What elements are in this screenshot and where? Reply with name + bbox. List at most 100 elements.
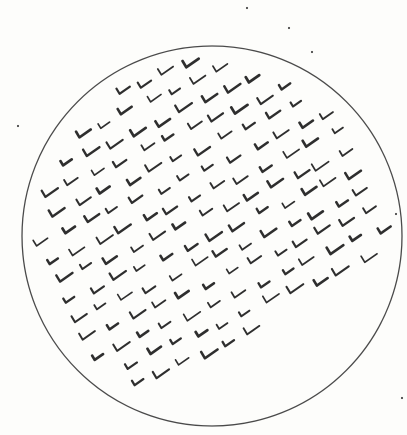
tick-mark	[345, 171, 361, 179]
tick-mark	[175, 291, 189, 298]
tick-mark	[72, 314, 87, 322]
tick-mark	[240, 244, 252, 250]
tick-mark	[158, 67, 173, 75]
tick-mark	[83, 147, 99, 156]
circle-outline	[22, 46, 402, 426]
tick-mark	[260, 166, 272, 172]
tick-mark	[200, 209, 212, 216]
tick-mark	[106, 207, 117, 213]
tick-mark	[92, 354, 103, 360]
tick-mark	[244, 326, 260, 335]
tick-mark	[94, 303, 105, 309]
tick-mark	[155, 119, 170, 127]
tick-mark	[300, 121, 313, 128]
tick-mark	[153, 369, 169, 378]
tick-mark	[267, 179, 283, 187]
tick-mark	[266, 111, 280, 119]
tick-mark	[137, 331, 148, 337]
tick-mark	[263, 294, 279, 303]
tick-mark	[282, 202, 294, 209]
tick-mark	[243, 123, 255, 130]
tick-mark	[194, 147, 210, 155]
tick-mark	[336, 200, 348, 206]
tick-mark	[170, 274, 182, 280]
tick-mark	[159, 188, 170, 194]
tick-mark	[378, 227, 391, 234]
tick-mark	[125, 363, 137, 369]
tick-mark	[163, 207, 177, 215]
tick-mark	[161, 254, 173, 260]
tick-mark	[353, 188, 367, 196]
tick-mark	[113, 160, 126, 167]
tick-mark	[80, 263, 91, 269]
tick-mark	[233, 176, 248, 184]
tick-mark	[295, 170, 310, 178]
paper-speck	[395, 213, 397, 215]
tick-mark	[363, 206, 376, 213]
tick-mark	[227, 268, 238, 274]
tick-mark	[261, 229, 277, 237]
tick-mark	[248, 256, 262, 263]
tick-mark	[63, 227, 75, 234]
tick-mark	[244, 193, 258, 201]
tick-mark	[162, 135, 173, 141]
tick-mark	[231, 105, 247, 114]
tick-mark	[177, 174, 188, 180]
tick-mark	[170, 338, 181, 344]
tick-mark	[117, 87, 130, 94]
tick-mark	[239, 311, 250, 317]
tick-mark	[208, 301, 220, 308]
paper-speck	[17, 125, 19, 127]
tick-mark	[185, 244, 198, 251]
tick-mark	[246, 75, 259, 82]
tick-mark	[299, 257, 314, 265]
tick-mark	[275, 250, 286, 256]
tick-mark	[130, 128, 146, 136]
tick-mark	[184, 312, 201, 321]
tick-mark	[293, 240, 307, 248]
tick-mark	[218, 131, 231, 138]
tick-mark	[147, 95, 161, 102]
tick-mark	[63, 297, 74, 303]
tick-mark	[206, 232, 222, 241]
tick-mark	[283, 149, 299, 158]
tick-mark	[320, 112, 333, 119]
tick-mark	[127, 178, 140, 185]
tick-mark	[314, 225, 329, 233]
tick-mark	[170, 155, 181, 161]
paper-speck	[311, 51, 313, 53]
tick-mark	[303, 139, 318, 147]
tick-mark	[76, 130, 91, 138]
tick-mark	[259, 282, 270, 288]
tick-mark	[257, 96, 273, 104]
tick-mark	[224, 203, 239, 211]
tick-mark	[190, 76, 206, 84]
tick-mark	[224, 84, 240, 93]
tick-mark	[107, 140, 123, 149]
tick-mark	[320, 178, 336, 186]
tick-mark	[223, 340, 234, 346]
tick-mark	[289, 220, 300, 226]
tick-mark	[132, 379, 143, 385]
tick-mark	[84, 214, 99, 222]
tick-mark	[176, 358, 189, 365]
tick-mark	[118, 292, 132, 300]
tick-mark	[291, 101, 301, 107]
tick-mark	[152, 300, 165, 307]
tick-mark	[64, 178, 78, 185]
tick-mark	[141, 143, 154, 150]
tick-mark	[159, 322, 171, 328]
tick-mark	[202, 165, 213, 171]
tick-mark	[42, 188, 58, 197]
tick-mark	[361, 254, 377, 262]
tick-mark	[175, 103, 192, 112]
paper-speck	[246, 7, 248, 9]
tick-mark	[210, 181, 224, 188]
tick-mark	[279, 83, 290, 89]
tick-mark	[138, 81, 151, 88]
tick-mark	[327, 245, 344, 254]
tick-mark	[350, 235, 361, 241]
tick-mark	[92, 168, 105, 175]
tick-mark	[98, 122, 110, 128]
